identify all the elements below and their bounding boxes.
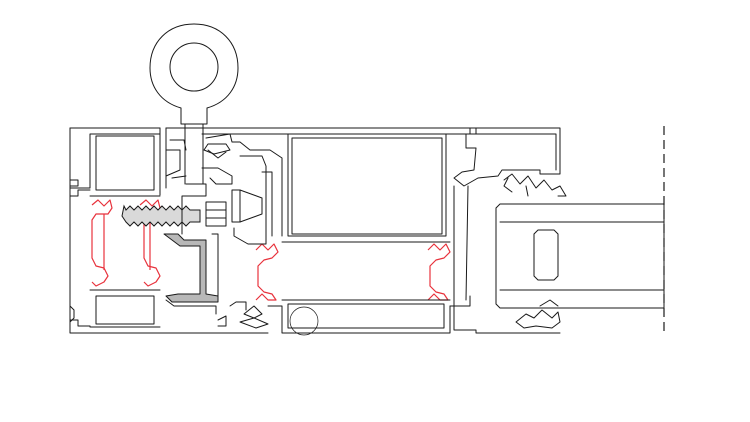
thermal-break-left bbox=[91, 199, 161, 287]
thermal-break-right bbox=[255, 243, 451, 301]
right-frame-profile bbox=[449, 127, 567, 334]
screw-icon bbox=[121, 189, 263, 227]
glazing-unit bbox=[495, 203, 665, 309]
center-gasket bbox=[163, 139, 219, 303]
outer-frame-profile bbox=[69, 127, 167, 334]
sash-profile bbox=[159, 127, 471, 336]
ring-icon bbox=[149, 23, 239, 185]
